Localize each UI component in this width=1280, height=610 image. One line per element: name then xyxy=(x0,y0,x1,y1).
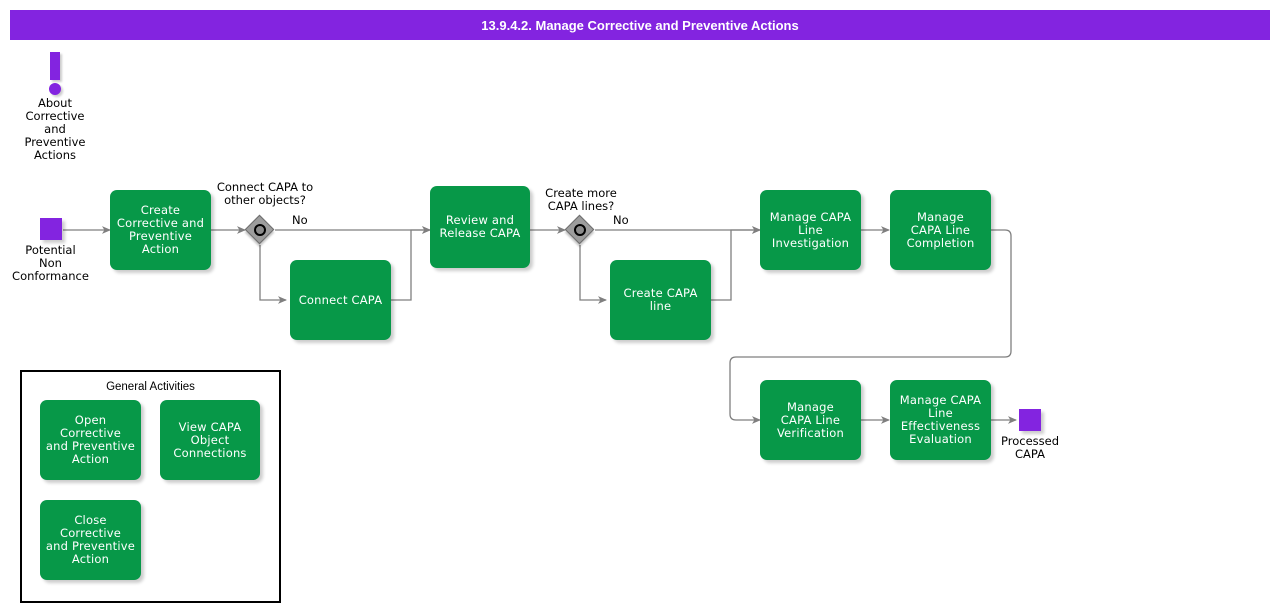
edge-decision2-yes-to-createline xyxy=(579,245,607,304)
terminator-square-icon xyxy=(39,218,62,240)
decision-connect-capa-to-other-objects[interactable] xyxy=(244,214,275,245)
edge-decision1-yes-to-connect xyxy=(259,245,287,304)
decision-1-branch-no-label: No xyxy=(292,213,308,227)
process-label: Connect CAPA xyxy=(298,292,383,307)
decision-2-branch-no-label: No xyxy=(613,213,629,227)
terminator-square-icon xyxy=(1019,409,1041,431)
page-title-bar: 13.9.4.2. Manage Corrective and Preventi… xyxy=(10,10,1270,40)
general-activities-title: General Activities xyxy=(106,381,195,393)
edge-createline-to-investigation xyxy=(711,226,761,301)
edge-connect-to-review xyxy=(391,226,431,301)
decision-ring-icon xyxy=(574,224,586,236)
exclamation-icon xyxy=(45,52,65,95)
process-connect-capa[interactable]: Connect CAPA xyxy=(290,260,391,340)
decision-create-more-capa-lines[interactable] xyxy=(564,214,595,245)
page-title: 13.9.4.2. Manage Corrective and Preventi… xyxy=(481,17,799,33)
decision-ring-icon xyxy=(254,224,266,236)
